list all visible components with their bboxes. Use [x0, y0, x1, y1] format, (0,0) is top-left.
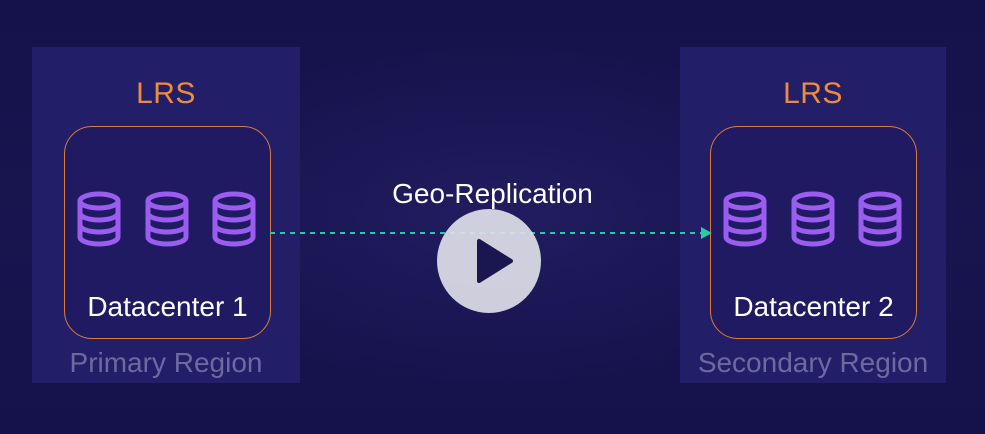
- primary-datacenter-box: Datacenter 1: [64, 126, 271, 339]
- primary-region-label: Primary Region: [69, 347, 263, 378]
- database-icon: [791, 191, 835, 247]
- play-icon: [477, 239, 513, 283]
- secondary-region-label: Secondary Region: [697, 347, 929, 378]
- primary-tier-label: LRS: [136, 77, 196, 110]
- geo-replication-label: Geo-Replication: [392, 178, 593, 209]
- database-icon: [858, 191, 902, 247]
- database-icon: [145, 191, 189, 247]
- secondary-datacenter-box: Datacenter 2: [710, 126, 917, 339]
- secondary-tier-label: LRS: [783, 77, 843, 110]
- database-icon: [212, 191, 256, 247]
- primary-datacenter-label: Datacenter 1: [87, 291, 248, 322]
- database-icon: [723, 191, 767, 247]
- geo-replication-arrow: [270, 227, 712, 239]
- secondary-datacenter-label: Datacenter 2: [733, 291, 894, 322]
- database-icon: [77, 191, 121, 247]
- play-button[interactable]: [437, 209, 541, 313]
